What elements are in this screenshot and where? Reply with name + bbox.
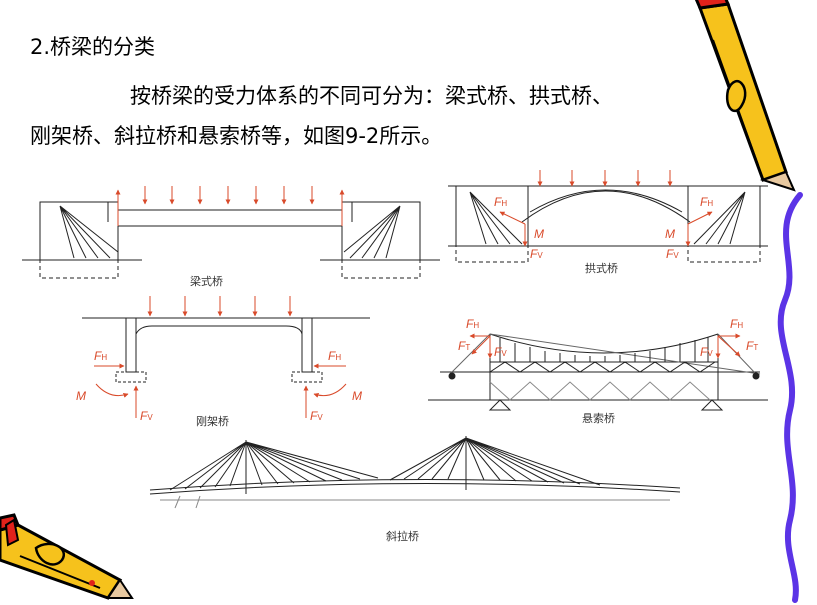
pencil-icon — [694, 0, 796, 192]
svg-text:M: M — [76, 389, 86, 403]
svg-text:M: M — [352, 389, 362, 403]
force-label-f: F — [494, 195, 502, 209]
arch-bridge-diagram — [448, 170, 768, 263]
moment-label-m: M — [534, 227, 544, 241]
section-heading: 2.桥梁的分类 — [30, 35, 156, 59]
rigid-frame-bridge-diagram — [82, 296, 370, 418]
paragraph-line-2: 刚架桥、斜拉桥和悬索桥等，如图9-2所示。 — [30, 124, 443, 148]
svg-text:FH: FH — [730, 317, 743, 331]
caption-beam-bridge: 梁式桥 — [190, 274, 223, 288]
svg-text:FH: FH — [328, 349, 341, 363]
svg-text:FH: FH — [94, 349, 107, 363]
svg-text:FT: FT — [458, 339, 470, 353]
intro-paragraph: 按桥梁的受力体系的不同可分为：梁式桥、拱式桥、 刚架桥、斜拉桥和悬索桥等，如图9… — [30, 76, 720, 156]
caption-cable-stayed-bridge: 斜拉桥 — [386, 529, 419, 543]
svg-text:FT: FT — [746, 339, 758, 353]
svg-text:FV: FV — [700, 345, 713, 359]
suspension-bridge-diagram — [428, 333, 768, 411]
svg-text:FV: FV — [494, 345, 507, 359]
beam-bridge-diagram — [22, 186, 440, 279]
svg-text:M: M — [665, 227, 675, 241]
pencil-icon — [0, 513, 134, 600]
svg-text:FH: FH — [700, 195, 713, 209]
svg-text:FV: FV — [530, 247, 543, 261]
svg-text:FH: FH — [466, 317, 479, 331]
cable-stayed-bridge-diagram — [149, 436, 681, 509]
caption-suspension-bridge: 悬索桥 — [582, 411, 615, 425]
caption-rigid-frame-bridge: 刚架桥 — [196, 415, 229, 428]
svg-text:FH: FH — [494, 195, 507, 209]
svg-text:FV: FV — [310, 409, 323, 423]
svg-text:FV: FV — [666, 247, 679, 261]
svg-text:FV: FV — [140, 409, 153, 423]
wavy-line — [777, 192, 803, 603]
caption-arch-bridge: 拱式桥 — [585, 261, 618, 275]
paragraph-line-1: 按桥梁的受力体系的不同可分为：梁式桥、拱式桥、 — [130, 84, 613, 108]
